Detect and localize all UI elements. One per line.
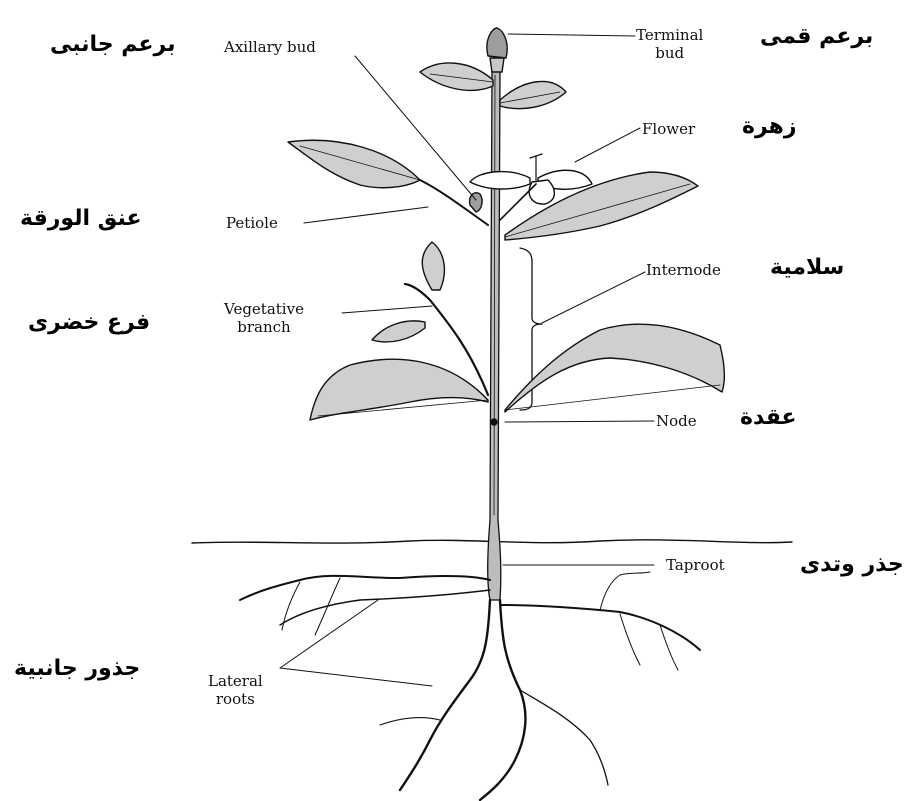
label-petiole: Petiole [226,214,278,232]
arabic-petiole: عنق الورقة [20,206,142,232]
label-taproot: Taproot [666,556,725,574]
arabic-node: عقدة [740,405,797,431]
label-lateral-roots-line1: Lateral [208,672,263,690]
lateral-root-left [240,576,490,600]
taproot [400,600,490,790]
label-internode: Internode [646,261,721,279]
label-vegetative-branch: Vegetative branch [224,300,304,336]
arabic-vegetative-branch: فرع خضرى [28,310,150,336]
leaf-top-left [420,63,493,90]
label-vegetative-branch-line1: Vegetative [224,300,304,318]
label-flower: Flower [642,120,695,138]
leaf-branch-small [372,321,425,342]
leaf-branch-top [422,242,444,290]
arabic-terminal-bud: برعم قمى [760,24,873,50]
arabic-flower: زهرة [742,114,797,140]
arabic-lateral-roots: جذور جانبية [14,656,140,682]
lateral-root-right [500,605,700,650]
axillary-bud [470,193,482,212]
label-terminal-bud-line2: bud [636,44,703,62]
flower-petal-left [470,172,530,189]
arabic-axillary-bud: برعم جانبى [50,32,176,58]
label-axillary-bud: Axillary bud [224,38,316,56]
leaf-lower-right [505,324,724,412]
label-node: Node [656,412,697,430]
leader-vegetative-branch [342,306,432,313]
label-terminal-bud: Terminal bud [636,26,703,62]
leader-petiole [304,207,428,223]
label-lateral-roots-line2: roots [208,690,263,708]
node-point [491,419,497,425]
terminal-bud [487,28,507,58]
label-lateral-roots: Lateral roots [208,672,263,708]
arabic-internode: سلامية [770,255,844,281]
label-vegetative-branch-line2: branch [224,318,304,336]
flower-petal-center [529,180,554,204]
leader-node [505,421,654,422]
leaf-lower-left [310,359,488,420]
arabic-taproot: جذر وتدى [800,552,904,578]
label-terminal-bud-line1: Terminal [636,26,703,44]
leaf-top-right [500,82,566,109]
leader-flower [575,128,640,162]
leader-internode [542,272,645,323]
leaf-upper-left [288,140,420,187]
leader-terminal-bud [508,34,635,36]
